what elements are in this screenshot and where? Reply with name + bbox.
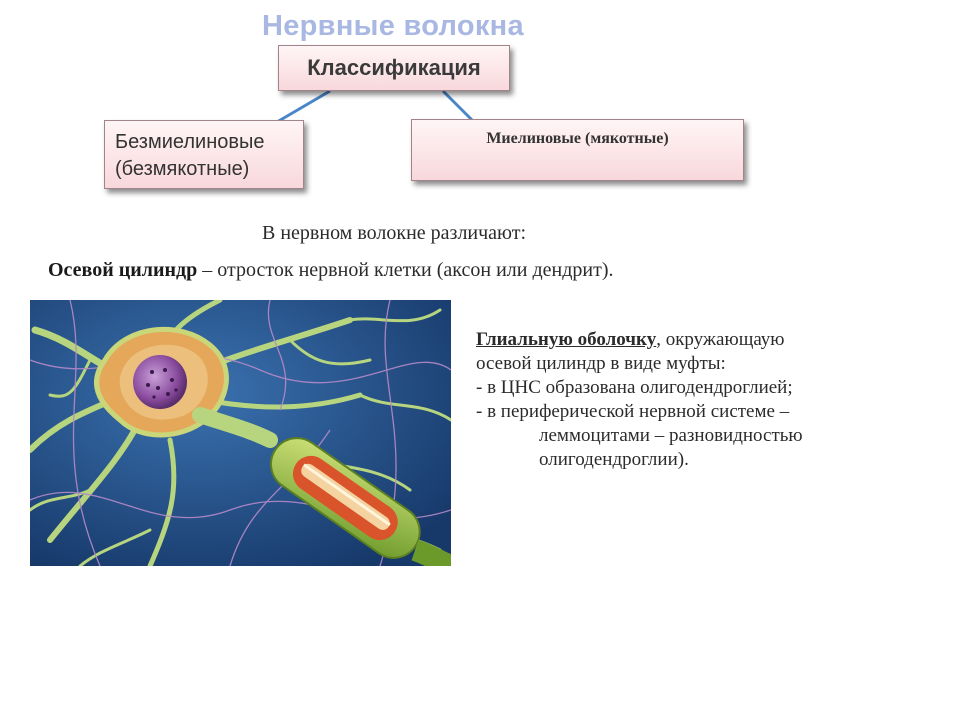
glial-line-5: леммоцитами – разновидностью bbox=[539, 425, 803, 446]
axial-cylinder-text: Осевой цилиндр – отросток нервной клетки… bbox=[48, 258, 614, 282]
axial-cylinder-definition: – отросток нервной клетки (аксон или ден… bbox=[197, 259, 614, 281]
myelinated-label: Миелиновые (мякотные) bbox=[486, 130, 669, 147]
glial-sheath-term: Глиальную оболочку bbox=[476, 329, 657, 350]
myelinated-box: Миелиновые (мякотные) bbox=[411, 119, 744, 181]
glial-sheath-text: Глиальную оболочку, окружающаую осевой ц… bbox=[476, 328, 803, 472]
glial-line1-rest: , окружающаую bbox=[656, 329, 785, 350]
glial-line-4: - в периферической нервной системе – bbox=[476, 401, 790, 422]
neuron-illustration bbox=[30, 300, 451, 566]
connector-left bbox=[276, 89, 331, 124]
axial-cylinder-term: Осевой цилиндр bbox=[48, 259, 198, 281]
glial-line-1: Глиальную оболочку, окружающаую bbox=[476, 328, 803, 352]
glial-line-2: осевой цилиндр в виде муфты: bbox=[476, 353, 726, 374]
glial-line-6: олигодендроглии). bbox=[539, 449, 689, 470]
connector-right bbox=[441, 89, 474, 122]
classification-box: Классификация bbox=[278, 45, 510, 91]
glial-line-3: - в ЦНС образована олигодендроглией; bbox=[476, 377, 793, 398]
intro-text: В нервном волокне различают: bbox=[262, 222, 527, 244]
classification-label: Классификация bbox=[307, 55, 481, 80]
unmyelinated-box: Безмиелиновые (безмякотные) bbox=[104, 120, 304, 189]
unmyelinated-label-line2: (безмякотные) bbox=[115, 158, 250, 180]
slide-title: Нервные волокна bbox=[262, 10, 524, 42]
unmyelinated-label-line1: Безмиелиновые bbox=[115, 131, 265, 153]
